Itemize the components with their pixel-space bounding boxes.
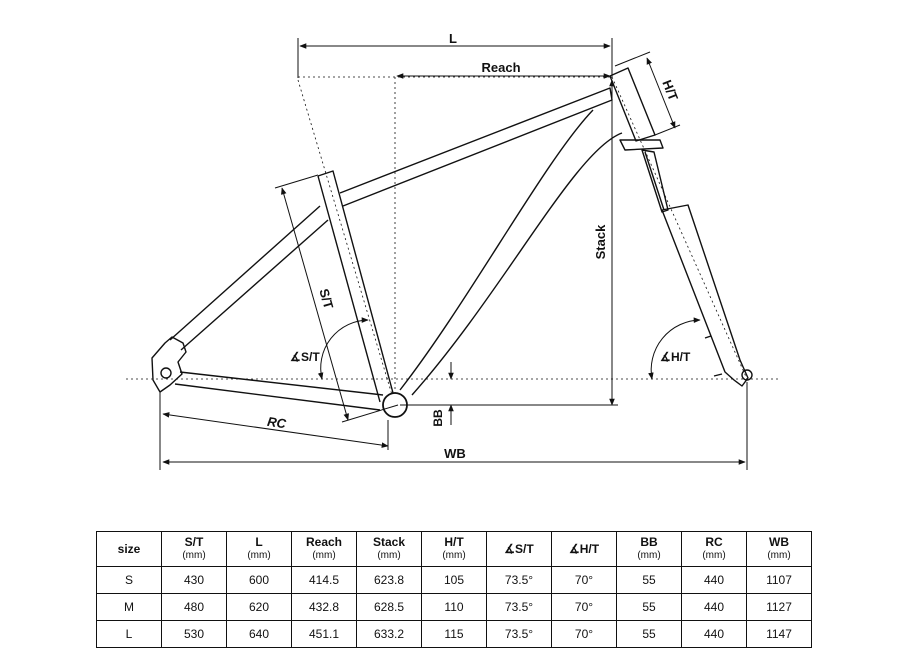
table-cell: 73.5° xyxy=(486,620,552,648)
table-cell: 1107 xyxy=(746,566,812,594)
table-cell: 620 xyxy=(226,593,292,621)
label-rc: RC xyxy=(266,414,287,432)
angle-st-symbol: ∡ xyxy=(290,350,301,364)
table-cell: 73.5° xyxy=(486,593,552,621)
table-row: L 530 640 451.1 633.2 115 73.5° 70° 55 4… xyxy=(96,620,812,648)
table-cell: 633.2 xyxy=(356,620,422,648)
dimension-lines xyxy=(159,38,748,470)
table-cell: 115 xyxy=(421,620,487,648)
table-cell: 70° xyxy=(551,566,617,594)
table-cell: 55 xyxy=(616,566,682,594)
table-cell: 105 xyxy=(421,566,487,594)
label-reach: Reach xyxy=(481,60,520,75)
label-angle-ht: H/T xyxy=(671,350,691,364)
table-row: M 480 620 432.8 628.5 110 73.5° 70° 55 4… xyxy=(96,593,812,621)
table-cell: 55 xyxy=(616,620,682,648)
table-cell: 432.8 xyxy=(291,593,357,621)
table-cell: 1147 xyxy=(746,620,812,648)
table-cell: 600 xyxy=(226,566,292,594)
table-cell: M xyxy=(96,593,162,621)
header-rc: RC(mm) xyxy=(681,531,747,567)
header-l: L(mm) xyxy=(226,531,292,567)
table-cell: 430 xyxy=(161,566,227,594)
table-cell: 623.8 xyxy=(356,566,422,594)
header-st: S/T(mm) xyxy=(161,531,227,567)
table-cell: 440 xyxy=(681,593,747,621)
table-cell: L xyxy=(96,620,162,648)
table-cell: 628.5 xyxy=(356,593,422,621)
table-cell: 440 xyxy=(681,620,747,648)
table-cell: 110 xyxy=(421,593,487,621)
label-L: L xyxy=(449,31,457,46)
header-ht: H/T(mm) xyxy=(421,531,487,567)
table-cell: 414.5 xyxy=(291,566,357,594)
table-cell: 640 xyxy=(226,620,292,648)
table-cell: 73.5° xyxy=(486,566,552,594)
header-stack: Stack(mm) xyxy=(356,531,422,567)
table-cell: 480 xyxy=(161,593,227,621)
angle-ht-symbol: ∡ xyxy=(660,350,671,364)
table-cell: 70° xyxy=(551,593,617,621)
header-angle-st: ∡S/T xyxy=(486,531,552,567)
table-cell: 1127 xyxy=(746,593,812,621)
header-bb: BB(mm) xyxy=(616,531,682,567)
table-cell: 530 xyxy=(161,620,227,648)
table-cell: 55 xyxy=(616,593,682,621)
table-cell: 70° xyxy=(551,620,617,648)
label-angle-st: S/T xyxy=(301,350,320,364)
geometry-table: size S/T(mm) L(mm) Reach(mm) Stack(mm) H… xyxy=(96,531,812,648)
header-wb: WB(mm) xyxy=(746,531,812,567)
table-cell: S xyxy=(96,566,162,594)
header-size: size xyxy=(96,531,162,567)
header-angle-ht: ∡H/T xyxy=(551,531,617,567)
label-stack: Stack xyxy=(593,224,608,259)
header-reach: Reach(mm) xyxy=(291,531,357,567)
table-cell: 440 xyxy=(681,566,747,594)
table-cell: 451.1 xyxy=(291,620,357,648)
label-st: S/T xyxy=(316,287,336,311)
label-bb: BB xyxy=(431,409,445,427)
frame-geometry-diagram: L Reach H/T Stack S/T ∡ S/T ∡ H/T RC BB … xyxy=(126,31,780,470)
table-row: S 430 600 414.5 623.8 105 73.5° 70° 55 4… xyxy=(96,566,812,594)
label-wb: WB xyxy=(444,446,466,461)
table-header-row: size S/T(mm) L(mm) Reach(mm) Stack(mm) H… xyxy=(96,531,812,567)
label-ht: H/T xyxy=(659,78,681,103)
